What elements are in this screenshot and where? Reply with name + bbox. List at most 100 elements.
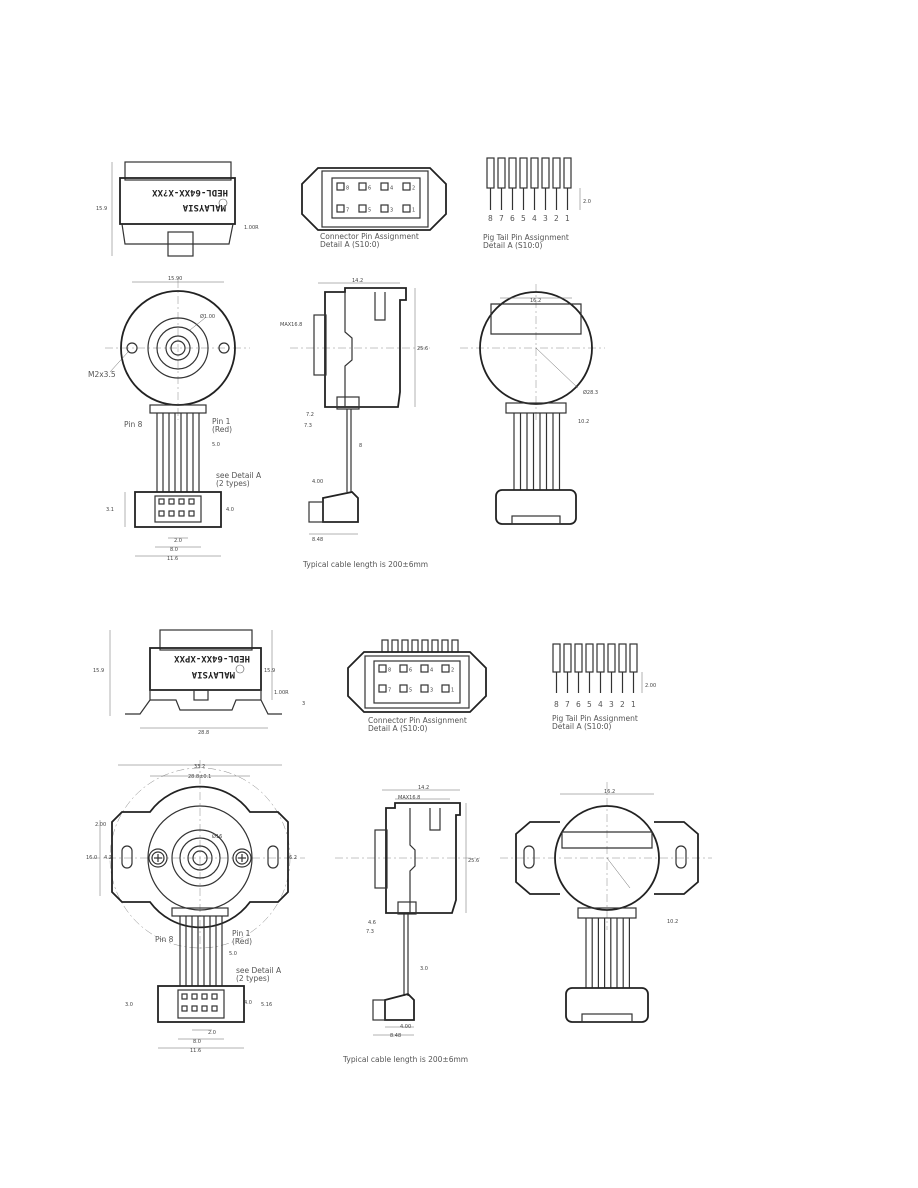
part1-back-dia: Ø28.3 [583, 389, 598, 396]
part2-front-left-h: 16.0 [86, 855, 97, 861]
part2-side-dim-4-00: 4.00 [400, 1024, 411, 1030]
part2-connector-header-pin [381, 639, 389, 653]
part1-pigtail-pin-number: 3 [543, 214, 548, 223]
part1-brand-text: MALAYSIA [182, 202, 226, 212]
part1-connector-pin-box [336, 204, 345, 213]
part2-pigtail-sleeve [618, 643, 627, 673]
part1-pin8-label: Pin 8 [124, 420, 143, 429]
part2-side-dim-7-3: 7.3 [366, 929, 374, 935]
part2-pigtail-sleeve [552, 643, 561, 673]
part1-front-connector-pin [168, 498, 175, 505]
part2-connector-header-pin [401, 639, 409, 653]
part2-top-height-right: 15.9 [264, 668, 275, 674]
part1-front-connector-pin [188, 498, 195, 505]
part2-side-max: MAX16.8 [398, 795, 420, 801]
part2-screw-left-icon [148, 848, 168, 868]
part2-brand-text: MALAYSIA [191, 669, 235, 679]
part2-pigtail-pin-number: 2 [620, 700, 625, 709]
part2-detail-label: see Detail A [236, 966, 282, 975]
part2-front-left-h2: 4.2 [104, 855, 112, 861]
part2-connector-pin-box [378, 684, 387, 693]
part1-connector-pin-box [336, 182, 345, 191]
part1-connector-pin-number: 8 [346, 186, 349, 192]
part1-connector-pin-box [402, 182, 411, 191]
part1-connector-pin-box [402, 204, 411, 213]
part1-connector-pin-number: 3 [390, 208, 393, 214]
part1-front-connector-pin [158, 498, 165, 505]
part1-logo-icon [218, 198, 228, 208]
part2-pigtail-pin-number: 4 [598, 700, 603, 709]
part1-pigtail-pin-number: 1 [565, 214, 570, 223]
part1-connector-pin-box [358, 182, 367, 191]
part1-pigtail-detail: Detail A (S10:0) [483, 241, 543, 250]
part1-side-max: MAX16.8 [280, 322, 302, 328]
part1-connector-caption: Connector Pin Assignment [320, 232, 419, 241]
part2-connector-header-pin [451, 639, 459, 653]
part1-front-connector-pin [188, 510, 195, 517]
part2-front-connector-pin [211, 993, 218, 1000]
part1-screw-label: M2x3.5 [88, 370, 116, 379]
part1-connector-pin-number: 5 [368, 208, 371, 214]
part2-connector-pin-number: 3 [430, 688, 433, 694]
part2-connector-pin-box [399, 664, 408, 673]
part2-dim-5-16: 5.16 [261, 1002, 272, 1008]
part1-side-dim-4: 4.00 [312, 479, 323, 485]
part2-pigtail-caption: Pig Tail Pin Assignment [552, 714, 638, 723]
part2-top-small: 3 [302, 701, 305, 707]
part2-front-view: 33.2 28.8±0.1 2.00 Ø16 16.0 4.2 6.2 Pin … [86, 760, 305, 1054]
part1-back-width: 16.2 [530, 298, 541, 304]
part1-top-height: 15.9 [96, 206, 107, 212]
part1-pigtail-sleeve [530, 157, 539, 189]
part1-detail-sub: (2 types) [216, 479, 250, 488]
part2-pin8-label: Pin 8 [155, 935, 174, 944]
part2-pin1-sub: (Red) [232, 937, 252, 946]
part1-front-connector-pin [158, 510, 165, 517]
part1-top-rim: 1.00R [244, 225, 259, 231]
part1-side-view: 14.2 25.6 MAX16.8 7.2 7.3 8 4.00 8.48 Ty… [280, 278, 430, 569]
part2-pigtail-pin-number: 8 [554, 700, 559, 709]
part1-front-hole: Ø1.00 [200, 313, 215, 320]
part1-side-dim-8-48: 8.48 [312, 537, 323, 543]
part1-connector-pin-number: 2 [412, 186, 415, 192]
part2-connector-pin-number: 1 [451, 688, 454, 694]
part2-front-connector-pin [211, 1005, 218, 1012]
part1-back-view: Ø28.3 16.2 10.2 [460, 284, 605, 525]
part1-pigtail-pin-number: 8 [488, 214, 493, 223]
part2-dim-11-6: 11.6 [190, 1048, 201, 1054]
part1-connector-pin-number: 7 [346, 208, 349, 214]
part1-dim-8-0: 8.0 [170, 547, 178, 553]
part1-connector-pin-box [380, 182, 389, 191]
part2-part-number: HEDL-64XX-XPXX [174, 653, 250, 663]
part1-pigtail-pin-number: 6 [510, 214, 515, 223]
part1-part-number: HEDL-64XX-X?XX [152, 187, 228, 197]
part2-connector-pin-box [441, 664, 450, 673]
part1-pigtail-pin-number: 7 [499, 214, 504, 223]
part1-pigtail-dim: 2.0 [583, 199, 591, 205]
part2-connector-header-pin [431, 639, 439, 653]
part1-pitch-dim: 5.0 [212, 442, 220, 448]
part2-side-height: 25.6 [468, 858, 479, 864]
part2-pigtail-sleeve [585, 643, 594, 673]
part2-pigtail-sleeve [574, 643, 583, 673]
part1-pigtail-sleeve [497, 157, 506, 189]
part2-pigtail-sleeve [607, 643, 616, 673]
part2-detail-sub: (2 types) [236, 974, 270, 983]
part1-connector-pin-box [380, 204, 389, 213]
part1-back-cable: 10.2 [578, 419, 589, 425]
part2-connector-header-pin [421, 639, 429, 653]
part2-pigtail-pin-number: 1 [631, 700, 636, 709]
part2-connector-pin-box [399, 684, 408, 693]
part2-pigtail-sleeve [563, 643, 572, 673]
part2-pitch-dim: 5.0 [229, 951, 237, 957]
part1-connector-pin-number: 1 [412, 208, 415, 214]
part2-pigtail-dim: 2.00 [645, 683, 656, 689]
part1-pigtail-pin-number: 2 [554, 214, 559, 223]
part1-pigtail-sleeve [486, 157, 495, 189]
part2-side-dim-4-6: 4.6 [368, 920, 376, 926]
part2-side-dim-8-48: 8.48 [390, 1033, 401, 1039]
part2-connector-pin-number: 5 [409, 688, 412, 694]
